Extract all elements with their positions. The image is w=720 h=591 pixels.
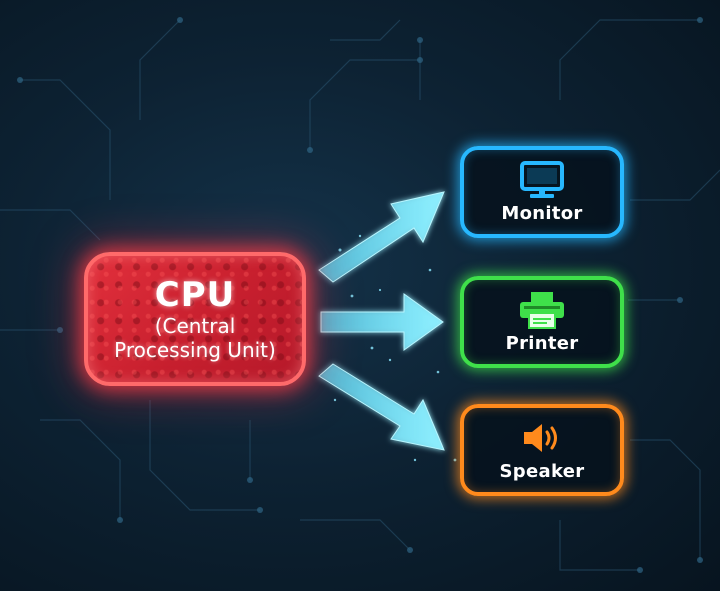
speaker-box: Speaker <box>460 404 624 496</box>
cpu-subtitle-line2: Processing Unit) <box>114 338 276 362</box>
monitor-box: Monitor <box>460 146 624 238</box>
arrow-to-printer <box>320 293 444 351</box>
monitor-icon <box>518 160 566 199</box>
speaker-icon <box>518 419 566 457</box>
speaker-label: Speaker <box>499 460 585 482</box>
cpu-box: CPU (Central Processing Unit) <box>84 252 306 386</box>
printer-box: Printer <box>460 276 624 368</box>
printer-label: Printer <box>505 332 579 354</box>
arrow-to-monitor <box>318 191 445 283</box>
monitor-label: Monitor <box>501 202 583 224</box>
printer-icon <box>518 291 566 329</box>
cpu-subtitle-line1: (Central <box>154 314 236 338</box>
cpu-title: CPU <box>154 275 236 315</box>
arrow-to-speaker <box>318 363 445 451</box>
